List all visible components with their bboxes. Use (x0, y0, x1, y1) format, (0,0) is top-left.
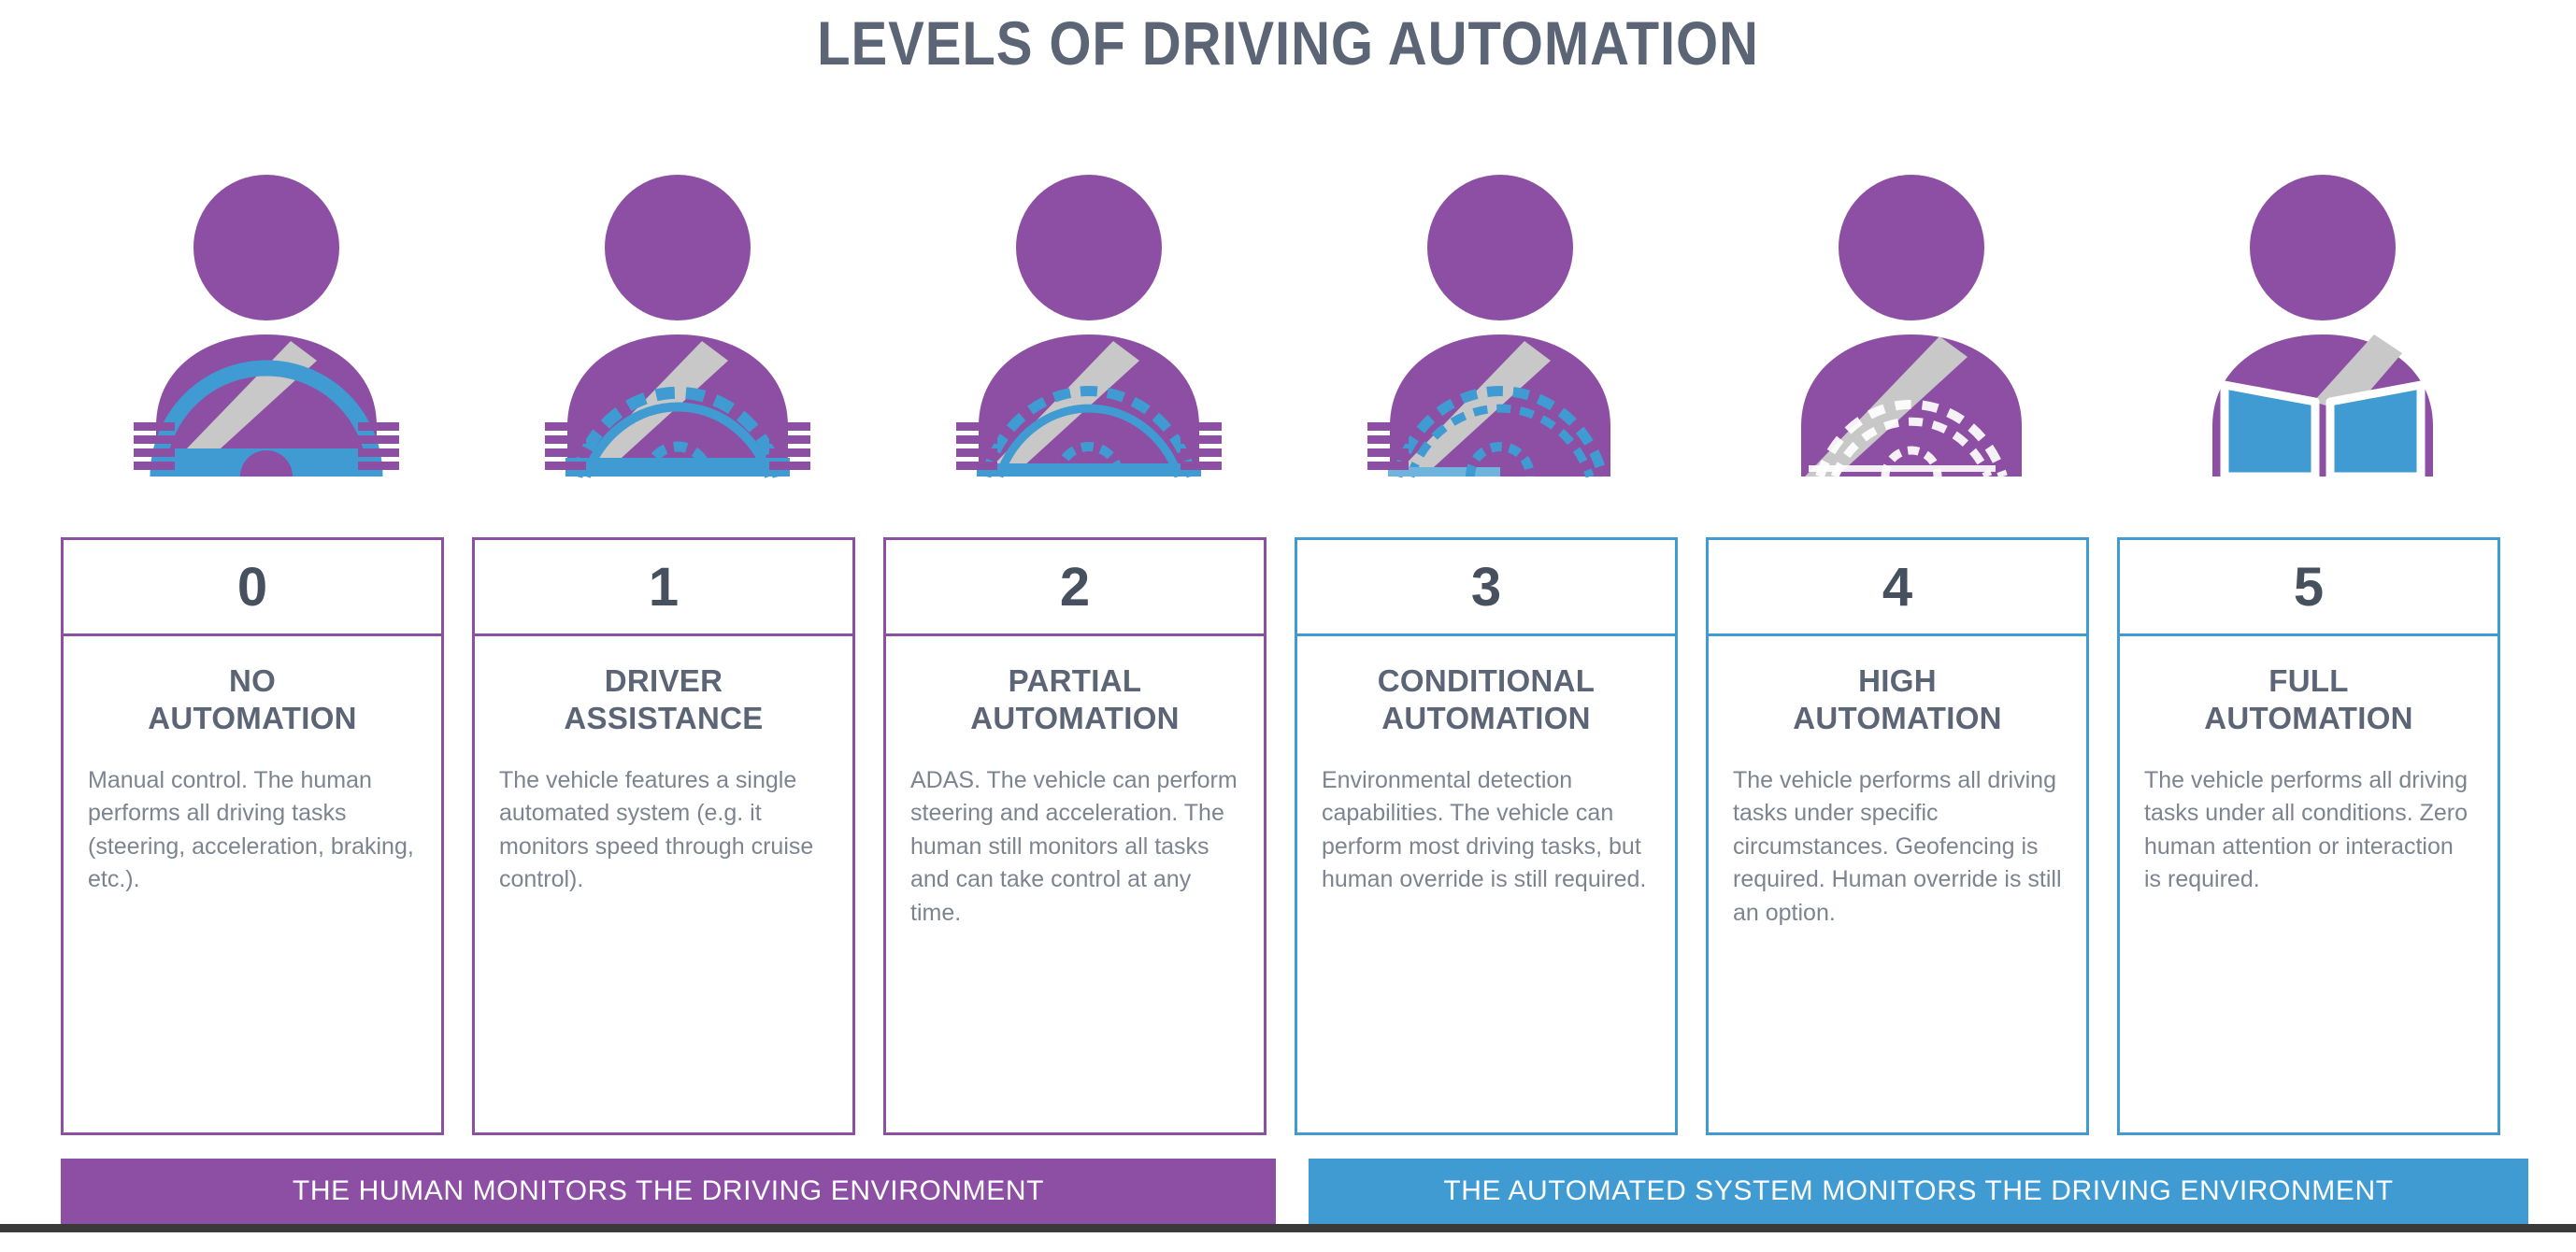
level-card-body: FULL AUTOMATION The vehicle performs all… (2120, 636, 2497, 1132)
level-title-line2: AUTOMATION (2204, 701, 2413, 736)
banners-row: THE HUMAN MONITORS THE DRIVING ENVIRONME… (61, 1159, 2528, 1224)
driver-hands-on-dashed-wheel-icon (545, 175, 810, 478)
level-title-line1: CONDITIONAL (1377, 663, 1596, 698)
level-card-5[interactable]: 5 FULL AUTOMATION The vehicle performs a… (2117, 537, 2500, 1135)
driver-one-hand-dashed-wheel-icon (1367, 175, 1610, 478)
level-title-line2: AUTOMATION (148, 701, 357, 736)
level-title-line1: DRIVER (604, 663, 723, 698)
level-description: The vehicle features a single automated … (499, 766, 814, 893)
level-number: 2 (886, 540, 1264, 636)
level-title: PARTIAL AUTOMATION (910, 662, 1239, 738)
level-title-line1: HIGH (1858, 663, 1937, 698)
level-description: The vehicle performs all driving tasks u… (2144, 766, 2469, 893)
level-card-0[interactable]: 0 NO AUTOMATION Manual control. The huma… (61, 537, 444, 1135)
cards-row: 0 NO AUTOMATION Manual control. The huma… (61, 537, 2528, 1135)
level-card-body: CONDITIONAL AUTOMATION Environmental det… (1297, 636, 1675, 1132)
level-card-body: NO AUTOMATION Manual control. The human … (64, 636, 441, 1132)
level-description: Environmental detection capabilities. Th… (1322, 766, 1647, 893)
level-title-line2: AUTOMATION (1793, 701, 2002, 736)
level-title-line2: AUTOMATION (970, 701, 1180, 736)
page-title: LEVELS OF DRIVING AUTOMATION (817, 8, 1759, 78)
level-number: 0 (64, 540, 441, 636)
level-description: The vehicle performs all driving tasks u… (1733, 766, 2062, 926)
level-title-line1: NO (228, 663, 277, 698)
level-description: Manual control. The human performs all d… (88, 766, 414, 893)
level-title: NO AUTOMATION (88, 662, 417, 738)
level-number: 1 (475, 540, 852, 636)
figure-level-0 (61, 168, 472, 533)
level-card-body: DRIVER ASSISTANCE The vehicle features a… (475, 636, 852, 1132)
figure-level-4 (1706, 168, 2117, 533)
level-title: FULL AUTOMATION (2144, 662, 2473, 738)
driver-hands-off-ghost-wheel-icon (1801, 175, 2022, 478)
banner-human-monitors: THE HUMAN MONITORS THE DRIVING ENVIRONME… (61, 1159, 1276, 1224)
level-card-4[interactable]: 4 HIGH AUTOMATION The vehicle performs a… (1706, 537, 2089, 1135)
level-card-2[interactable]: 2 PARTIAL AUTOMATION ADAS. The vehicle c… (883, 537, 1267, 1135)
passenger-reading-book-icon (2212, 175, 2433, 481)
figure-level-1 (472, 168, 883, 533)
level-title: CONDITIONAL AUTOMATION (1322, 662, 1651, 738)
level-card-1[interactable]: 1 DRIVER ASSISTANCE The vehicle features… (472, 537, 855, 1135)
level-title-line2: AUTOMATION (1381, 701, 1591, 736)
banner-automated-system-monitors: THE AUTOMATED SYSTEM MONITORS THE DRIVIN… (1309, 1159, 2528, 1224)
driver-hands-on-solid-wheel-icon (134, 175, 399, 477)
level-title-line1: PARTIAL (1008, 663, 1142, 698)
level-number: 4 (1709, 540, 2086, 636)
level-number: 3 (1297, 540, 1675, 636)
level-title-line2: ASSISTANCE (564, 701, 764, 736)
level-title: DRIVER ASSISTANCE (499, 662, 828, 738)
level-number: 5 (2120, 540, 2497, 636)
figure-level-3 (1295, 168, 1706, 533)
level-title-line1: FULL (2268, 663, 2349, 698)
level-card-body: HIGH AUTOMATION The vehicle performs all… (1709, 636, 2086, 1132)
figure-level-5 (2117, 168, 2528, 533)
level-title: HIGH AUTOMATION (1733, 662, 2062, 738)
figures-row (61, 168, 2528, 533)
level-card-body: PARTIAL AUTOMATION ADAS. The vehicle can… (886, 636, 1264, 1132)
bottom-rule (0, 1224, 2576, 1232)
level-card-3[interactable]: 3 CONDITIONAL AUTOMATION Environmental d… (1295, 537, 1678, 1135)
level-description: ADAS. The vehicle can perform steering a… (910, 766, 1238, 926)
driver-hands-on-dashed-wheel-icon (956, 175, 1222, 478)
figure-level-2 (883, 168, 1295, 533)
